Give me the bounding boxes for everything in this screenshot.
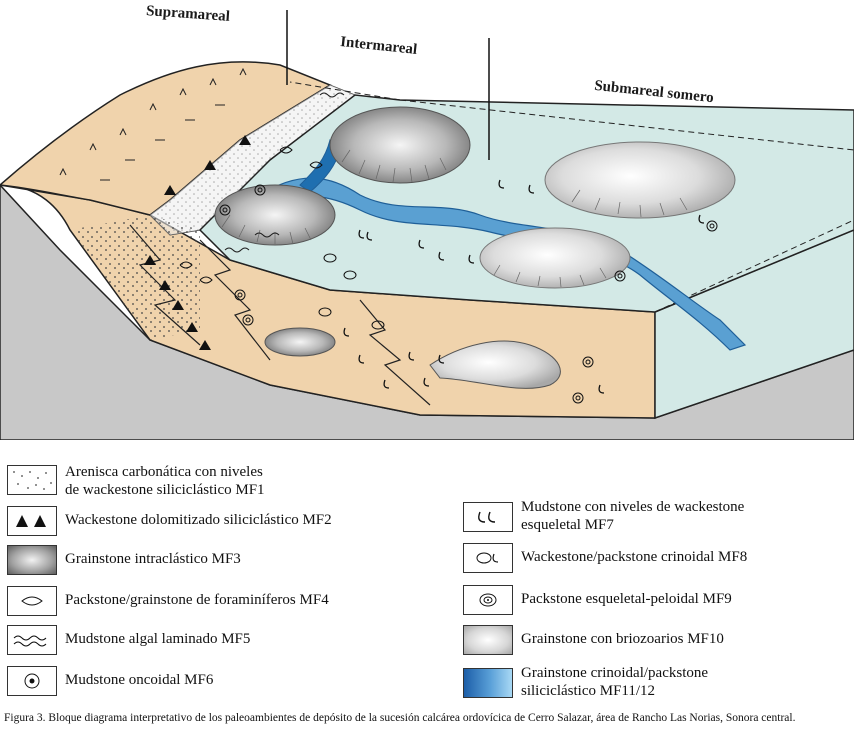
legend-label-mf6: Mudstone oncoidal MF6 [65,671,213,689]
legend-label-mf8: Wackestone/packstone crinoidal MF8 [521,548,747,566]
wavy-lines-icon [7,625,57,655]
block-diagram [0,0,854,440]
crinoid-icon [463,543,513,573]
legend-label-mf3: Grainstone intraclástico MF3 [65,550,241,568]
peloid-icon [463,585,513,615]
shell-icon [463,502,513,532]
oncoid-icon [7,666,57,696]
legend-label-mf4: Packstone/grainstone de foraminíferos MF… [65,591,329,609]
mf10-mound-2 [480,228,630,288]
light-gradient-icon [463,625,513,655]
legend-label-mf10: Grainstone con briozoarios MF10 [521,630,724,648]
legend-label-mf2: Wackestone dolomitizado siliciclástico M… [65,511,332,529]
blue-gradient-icon [463,668,513,698]
lens-icon [7,586,57,616]
dots-icon [7,465,57,495]
dark-gradient-icon [7,545,57,575]
mf3-lens-1 [265,328,335,356]
mf3-mound-1 [330,107,470,183]
figure-caption: Figura 3. Bloque diagrama interpretativo… [4,711,850,725]
legend-label-mf9: Packstone esqueletal-peloidal MF9 [521,590,732,608]
legend-label-mf5: Mudstone algal laminado MF5 [65,630,250,648]
triangles-icon [7,506,57,536]
